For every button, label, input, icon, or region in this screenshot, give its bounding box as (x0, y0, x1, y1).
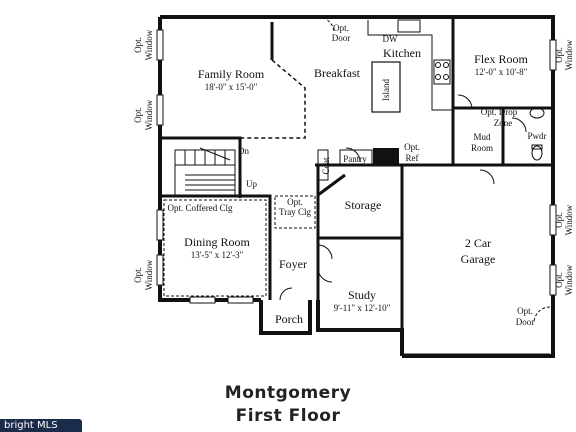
window-1: Window (144, 29, 154, 60)
pantry-label: Pantry (343, 154, 367, 164)
window-5: Window (564, 204, 574, 235)
pwdr-label: Pwdr (527, 131, 546, 141)
coffered-ceiling (163, 199, 267, 297)
window-6: Window (564, 264, 574, 295)
opt-window-5: Opt. (554, 212, 564, 228)
coat-closet (317, 149, 329, 181)
staircase (174, 147, 236, 196)
plan-subtitle: First Floor (235, 406, 341, 426)
pantry-box (339, 149, 373, 166)
refrigerator-block (373, 148, 399, 165)
foyer-label: Foyer (279, 257, 307, 271)
storage-label: Storage (345, 198, 382, 212)
window-2: Window (144, 99, 154, 130)
tray-clg-label: Tray Clg (279, 207, 311, 217)
plan-title: Montgomery (224, 383, 352, 403)
window-4: Window (564, 39, 574, 70)
flex-room-label: Flex Room (474, 52, 528, 66)
family-room-dims: 18'-0" x 15'-0" (205, 82, 258, 92)
powder-fixtures (529, 107, 545, 161)
coffered-label: Opt. Coffered Clg (167, 203, 233, 213)
opt-window-4: Opt. (554, 47, 564, 63)
bright-mls-watermark: bright MLS (0, 419, 82, 432)
coat-label: Coat (321, 157, 331, 174)
dining-room-dims: 13'-5" x 12'-3" (191, 250, 244, 260)
opt-door-label-1: Opt. (333, 23, 349, 33)
kitchen-label: Kitchen (383, 46, 421, 60)
floor-plan: Family Room 18'-0" x 15'-0" Breakfast Ki… (133, 15, 574, 358)
opt-window-6: Opt. (554, 272, 564, 288)
opt-tray-label: Opt. (287, 197, 303, 207)
island-label: Island (381, 79, 391, 101)
breakfast-label: Breakfast (314, 66, 361, 80)
mud-room-label-2: Room (471, 143, 493, 153)
opt-ref-label: Opt. (404, 142, 420, 152)
door-label-1: Door (332, 33, 351, 43)
door-swings (279, 16, 551, 324)
kitchen-counters (367, 19, 453, 111)
family-room-label: Family Room (198, 67, 265, 81)
up-label: Up (246, 179, 257, 189)
study-dims: 9'-11" x 12'-10" (334, 303, 391, 313)
door-label-2: Door (516, 317, 535, 327)
dn-label: Dn (238, 146, 249, 156)
tray-ceiling (274, 195, 316, 229)
opt-window-2: Opt. (133, 107, 143, 123)
zone-label: Zone (494, 118, 513, 128)
flex-room-dims: 12'-0" x 10'-8" (475, 67, 528, 77)
ref-label: Ref (406, 153, 419, 163)
dw-label: DW (383, 34, 398, 44)
study-label: Study (348, 288, 376, 302)
opt-door-label-2: Opt. (517, 306, 533, 316)
opt-window-1: Opt. (133, 37, 143, 53)
porch-label: Porch (275, 312, 303, 326)
window-annotations: Opt. Window Opt. Window Opt. Window Opt.… (133, 29, 574, 295)
garage-label-2: Garage (461, 252, 496, 266)
kitchen-island (371, 61, 401, 113)
window-3: Window (144, 259, 154, 290)
window-marks (156, 29, 557, 304)
garage-label: 2 Car (465, 236, 491, 250)
opt-drop-label: Opt. Drop (481, 107, 518, 117)
mud-room-label: Mud (473, 132, 491, 142)
family-room-angle (240, 59, 306, 139)
opt-window-3: Opt. (133, 267, 143, 283)
dining-room-label: Dining Room (184, 235, 250, 249)
